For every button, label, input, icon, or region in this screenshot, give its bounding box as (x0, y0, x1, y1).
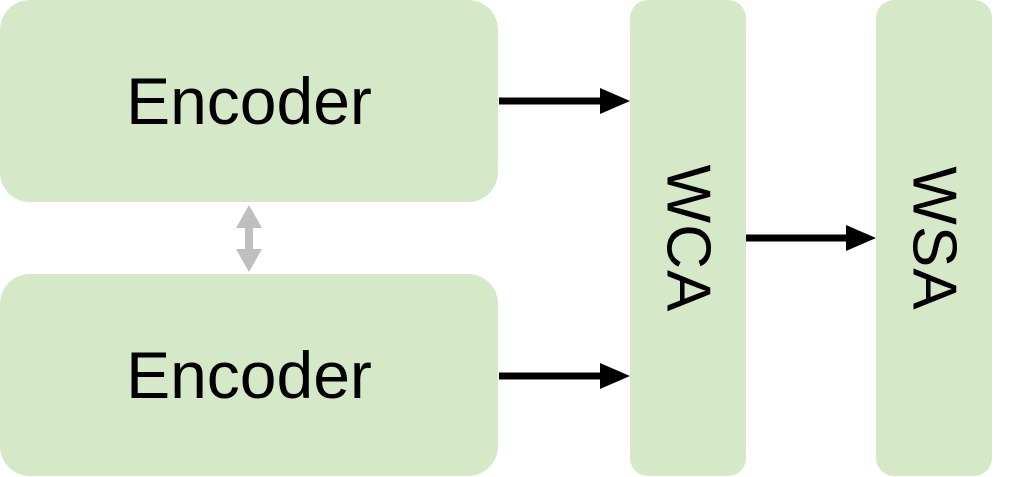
arrow-encoder-bottom-to-wca (499, 363, 630, 389)
wca-block: WCA (630, 0, 746, 476)
wsa-block: WSA (876, 0, 992, 476)
encoder-label-bottom: Encoder (126, 338, 372, 412)
arrow-encoder-top-to-wca (499, 88, 630, 114)
encoder-block-top: Encoder (0, 0, 498, 202)
encoder-label-top: Encoder (126, 64, 372, 138)
arrow-wca-to-wsa (746, 225, 876, 251)
encoder-block-bottom: Encoder (0, 274, 498, 476)
shared-weights-double-arrow (236, 205, 262, 272)
